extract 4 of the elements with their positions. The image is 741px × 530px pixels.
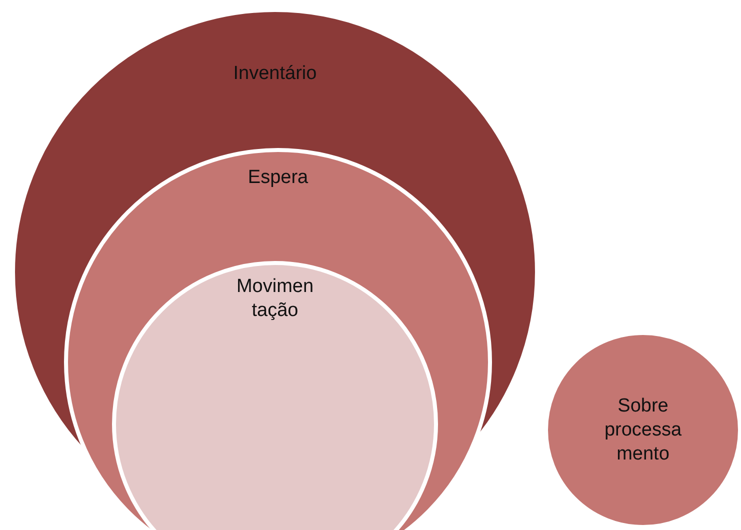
circle-label: Movimen tação	[235, 275, 315, 322]
circle-label: Espera	[246, 166, 310, 190]
circle-label: Inventário	[232, 62, 318, 86]
circle-label: Sobre processa mento	[603, 394, 683, 466]
